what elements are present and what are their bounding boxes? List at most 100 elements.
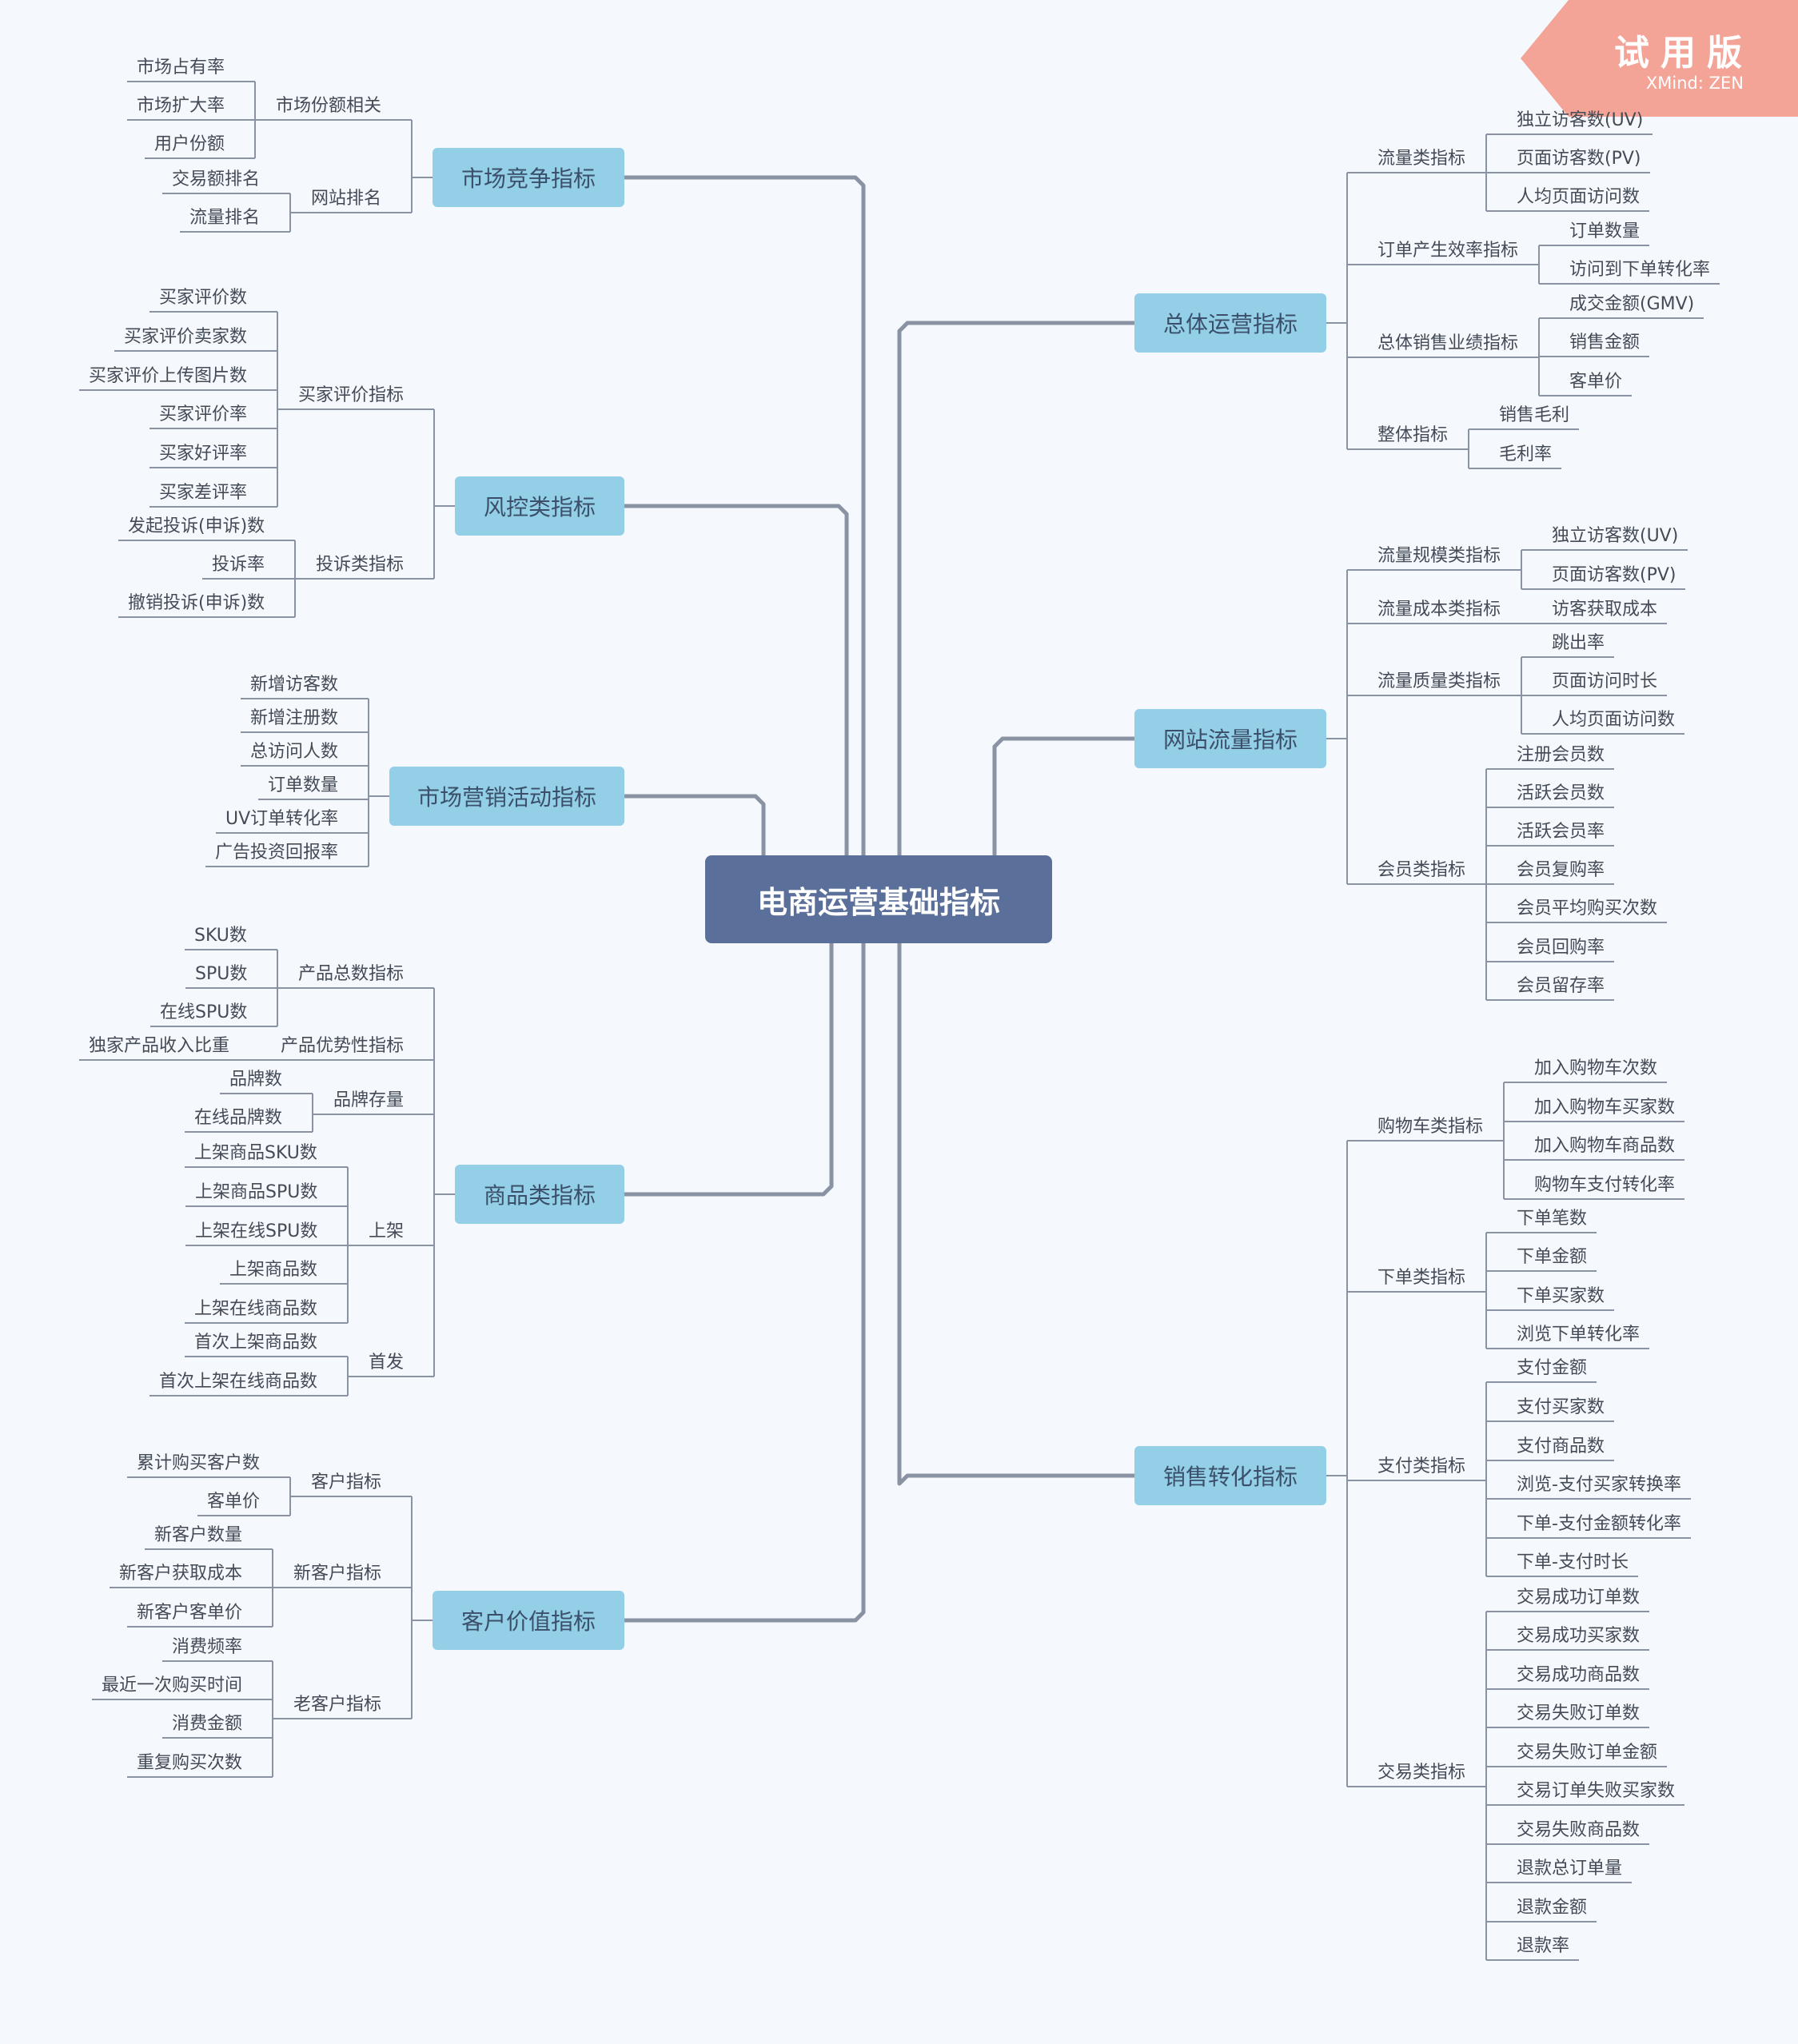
leaf-topic[interactable]: 上架商品数 xyxy=(229,1260,318,1280)
main-topic-1[interactable]: 风控类指标 xyxy=(455,476,624,536)
leaf-topic[interactable]: 撤销投诉(申诉)数 xyxy=(128,593,265,613)
leaf-topic[interactable]: 活跃会员数 xyxy=(1517,783,1605,803)
leaf-topic[interactable]: SPU数 xyxy=(195,964,248,984)
leaf-topic[interactable]: 交易失败订单数 xyxy=(1517,1703,1641,1723)
leaf-topic[interactable]: 在线品牌数 xyxy=(194,1108,283,1128)
sub-topic[interactable]: 流量成本类指标 xyxy=(1377,600,1501,620)
leaf-topic[interactable]: 订单数量 xyxy=(1569,221,1641,241)
leaf-topic[interactable]: 页面访问时长 xyxy=(1552,671,1658,691)
sub-topic[interactable]: 下单类指标 xyxy=(1377,1268,1466,1288)
leaf-topic[interactable]: 支付金额 xyxy=(1517,1358,1588,1378)
leaf-topic[interactable]: 独家产品收入比重 xyxy=(89,1036,230,1056)
leaf-topic[interactable]: 在线SPU数 xyxy=(160,1002,248,1022)
leaf-topic[interactable]: 品牌数 xyxy=(229,1070,283,1090)
leaf-topic[interactable]: 交易成功买家数 xyxy=(1517,1626,1641,1646)
sub-topic[interactable]: 新客户指标 xyxy=(293,1564,382,1584)
leaf-topic[interactable]: 客单价 xyxy=(1569,372,1623,392)
sub-topic[interactable]: 上架 xyxy=(369,1221,405,1241)
leaf-topic[interactable]: 交易失败商品数 xyxy=(1517,1820,1641,1840)
sub-topic[interactable]: 流量类指标 xyxy=(1377,149,1466,169)
leaf-topic[interactable]: 人均页面访问数 xyxy=(1517,187,1641,207)
leaf-topic[interactable]: 上架商品SKU数 xyxy=(194,1143,317,1163)
leaf-topic[interactable]: 下单-支付时长 xyxy=(1517,1552,1629,1572)
leaf-topic[interactable]: 页面访客数(PV) xyxy=(1517,149,1641,169)
leaf-topic[interactable]: 注册会员数 xyxy=(1517,745,1605,765)
sub-topic[interactable]: 整体指标 xyxy=(1377,425,1449,445)
leaf-topic[interactable]: 上架商品SPU数 xyxy=(195,1182,318,1202)
leaf-topic[interactable]: 加入购物车商品数 xyxy=(1534,1136,1676,1156)
sub-topic[interactable]: 广告投资回报率 xyxy=(215,843,339,863)
leaf-topic[interactable]: 成交金额(GMV) xyxy=(1569,294,1695,314)
leaf-topic[interactable]: 交易成功订单数 xyxy=(1517,1588,1641,1608)
central-topic[interactable]: 电商运营基础指标 xyxy=(705,855,1052,943)
leaf-topic[interactable]: 累计购买客户数 xyxy=(137,1453,261,1473)
sub-topic[interactable]: 投诉类指标 xyxy=(316,555,405,575)
leaf-topic[interactable]: 销售金额 xyxy=(1569,333,1641,353)
leaf-topic[interactable]: 上架在线SPU数 xyxy=(195,1221,318,1241)
leaf-topic[interactable]: 发起投诉(申诉)数 xyxy=(128,516,265,536)
leaf-topic[interactable]: 会员复购率 xyxy=(1517,860,1605,880)
leaf-topic[interactable]: 购物车支付转化率 xyxy=(1534,1175,1676,1195)
sub-topic[interactable]: 流量质量类指标 xyxy=(1377,671,1501,691)
sub-topic[interactable]: 总体销售业绩指标 xyxy=(1377,333,1519,353)
leaf-topic[interactable]: 退款金额 xyxy=(1517,1898,1588,1918)
leaf-topic[interactable]: 毛利率 xyxy=(1499,444,1553,464)
leaf-topic[interactable]: 买家评价率 xyxy=(159,404,248,424)
leaf-topic[interactable]: 首次上架在线商品数 xyxy=(159,1372,318,1392)
leaf-topic[interactable]: 加入购物车次数 xyxy=(1534,1058,1658,1078)
main-topic-5[interactable]: 总体运营指标 xyxy=(1134,293,1326,353)
leaf-topic[interactable]: 新客户数量 xyxy=(154,1525,243,1545)
leaf-topic[interactable]: 浏览下单转化率 xyxy=(1517,1325,1641,1345)
main-topic-2[interactable]: 市场营销活动指标 xyxy=(389,767,624,826)
leaf-topic[interactable]: 新客户客单价 xyxy=(137,1603,243,1623)
sub-topic[interactable]: 新增访客数 xyxy=(250,675,339,695)
leaf-topic[interactable]: 市场扩大率 xyxy=(137,96,225,116)
leaf-topic[interactable]: 下单-支付金额转化率 xyxy=(1517,1514,1681,1534)
leaf-topic[interactable]: 下单笔数 xyxy=(1517,1209,1588,1229)
leaf-topic[interactable]: 下单金额 xyxy=(1517,1247,1588,1267)
main-topic-6[interactable]: 网站流量指标 xyxy=(1134,709,1326,768)
leaf-topic[interactable]: 首次上架商品数 xyxy=(194,1333,318,1353)
leaf-topic[interactable]: 客单价 xyxy=(207,1492,261,1512)
leaf-topic[interactable]: 退款率 xyxy=(1517,1936,1570,1956)
leaf-topic[interactable]: 流量排名 xyxy=(189,208,261,228)
leaf-topic[interactable]: 退款总订单量 xyxy=(1517,1859,1623,1879)
leaf-topic[interactable]: 活跃会员率 xyxy=(1517,822,1605,842)
leaf-topic[interactable]: 访问到下单转化率 xyxy=(1569,260,1711,280)
sub-topic[interactable]: 品牌存量 xyxy=(333,1090,405,1110)
leaf-topic[interactable]: 跳出率 xyxy=(1552,633,1605,653)
sub-topic[interactable]: 产品优势性指标 xyxy=(281,1036,405,1056)
leaf-topic[interactable]: 会员留存率 xyxy=(1517,976,1605,996)
sub-topic[interactable]: 流量规模类指标 xyxy=(1377,546,1501,566)
leaf-topic[interactable]: 交易成功商品数 xyxy=(1517,1665,1641,1685)
leaf-topic[interactable]: 买家评价卖家数 xyxy=(124,327,248,347)
sub-topic[interactable]: UV订单转化率 xyxy=(225,809,339,829)
leaf-topic[interactable]: 加入购物车买家数 xyxy=(1534,1098,1676,1118)
leaf-topic[interactable]: 浏览-支付买家转换率 xyxy=(1517,1475,1681,1495)
leaf-topic[interactable]: SKU数 xyxy=(194,926,247,946)
sub-topic[interactable]: 订单数量 xyxy=(268,775,339,795)
leaf-topic[interactable]: 市场占有率 xyxy=(137,58,225,78)
leaf-topic[interactable]: 买家评价上传图片数 xyxy=(89,366,248,386)
sub-topic[interactable]: 客户指标 xyxy=(311,1472,382,1492)
main-topic-4[interactable]: 客户价值指标 xyxy=(433,1591,624,1650)
leaf-topic[interactable]: 投诉率 xyxy=(212,555,265,575)
main-topic-3[interactable]: 商品类指标 xyxy=(455,1165,624,1224)
sub-topic[interactable]: 网站排名 xyxy=(311,189,382,209)
sub-topic[interactable]: 总访问人数 xyxy=(250,742,339,762)
leaf-topic[interactable]: 支付商品数 xyxy=(1517,1436,1605,1456)
sub-topic[interactable]: 订单产生效率指标 xyxy=(1377,241,1519,261)
leaf-topic[interactable]: 消费金额 xyxy=(172,1714,243,1734)
leaf-topic[interactable]: 会员平均购买次数 xyxy=(1517,898,1658,918)
leaf-topic[interactable]: 重复购买次数 xyxy=(137,1753,243,1773)
leaf-topic[interactable]: 买家评价数 xyxy=(159,288,248,308)
leaf-topic[interactable]: 独立访客数(UV) xyxy=(1517,110,1644,130)
sub-topic[interactable]: 首发 xyxy=(369,1353,405,1373)
leaf-topic[interactable]: 交易订单失败买家数 xyxy=(1517,1781,1676,1801)
sub-topic[interactable]: 新增注册数 xyxy=(250,708,339,728)
sub-topic[interactable]: 买家评价指标 xyxy=(298,385,405,405)
sub-topic[interactable]: 支付类指标 xyxy=(1377,1456,1466,1476)
leaf-topic[interactable]: 支付买家数 xyxy=(1517,1397,1605,1417)
leaf-topic[interactable]: 交易额排名 xyxy=(172,169,261,189)
leaf-topic[interactable]: 交易失败订单金额 xyxy=(1517,1743,1658,1763)
